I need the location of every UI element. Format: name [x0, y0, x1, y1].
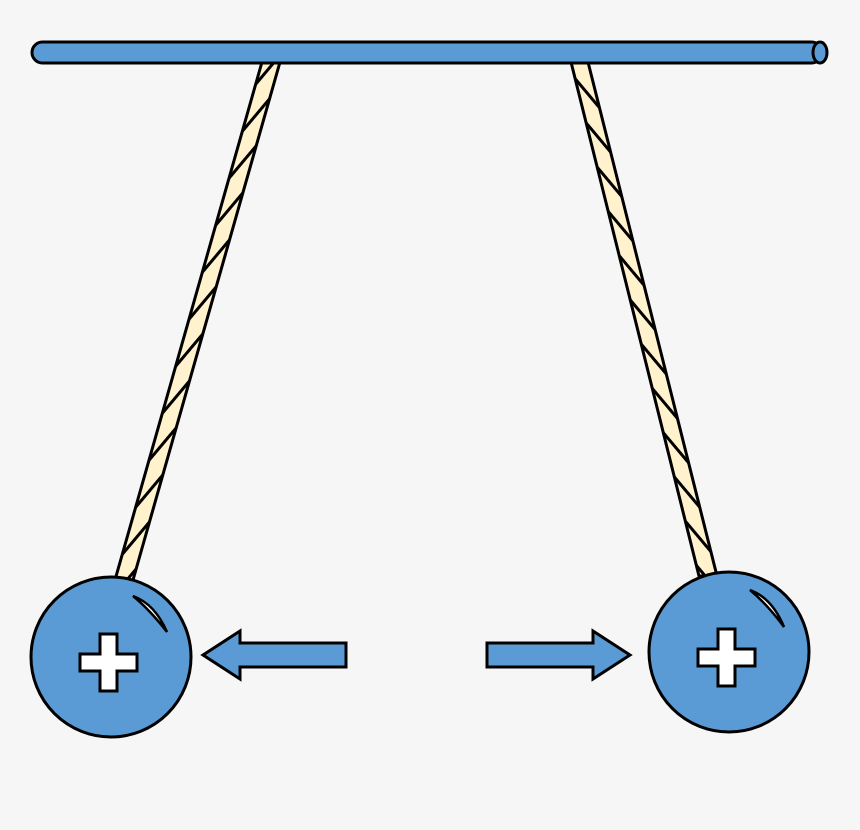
arrow-left-icon	[200, 628, 348, 682]
left-charged-ball	[29, 575, 193, 739]
right-charged-ball	[647, 570, 811, 734]
highlight-icon	[132, 594, 169, 633]
right-ball-charge: +	[0, 0, 9, 4]
plus-sign-icon	[78, 632, 139, 693]
right-string	[569, 60, 719, 578]
left-string	[113, 60, 282, 582]
highlight-icon	[749, 588, 786, 628]
support-rod	[30, 40, 829, 65]
plus-sign-icon	[696, 627, 757, 688]
left-ball-charge: +	[0, 0, 9, 4]
arrow-right-icon	[485, 628, 633, 682]
